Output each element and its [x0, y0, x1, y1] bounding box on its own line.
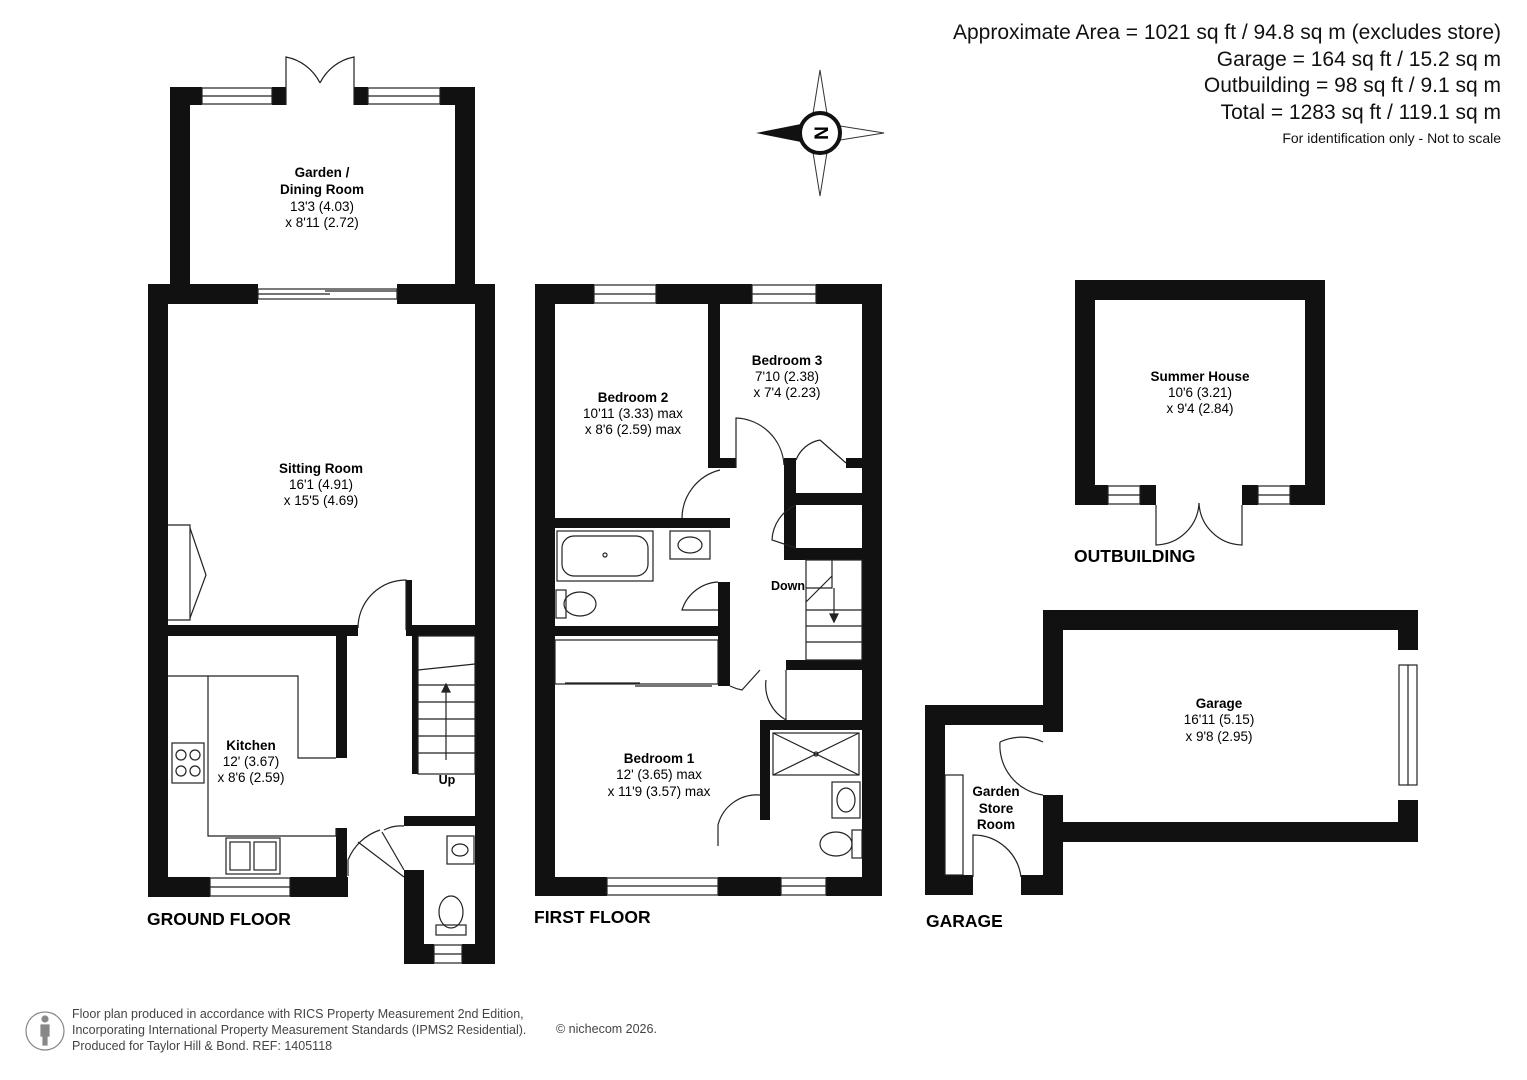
floor-label-first: FIRST FLOOR — [534, 907, 651, 927]
garage-details — [944, 664, 1418, 878]
room-garden-dining-dim-1: 13'3 (4.03) — [290, 199, 354, 214]
room-garden-dining-name-2: Dining Room — [280, 182, 364, 197]
first-floor-plan — [535, 284, 882, 896]
room-garden-store-line-1: Garden — [972, 784, 1019, 799]
room-garage-dim-2: x 9'8 (2.95) — [1185, 729, 1252, 744]
room-bedroom2-name: Bedroom 2 — [598, 390, 669, 405]
approximate-area: Approximate Area = 1021 sq ft / 94.8 sq … — [952, 21, 1501, 44]
footer-notes: Floor plan produced in accordance with R… — [72, 1006, 526, 1054]
footer-line-1: Floor plan produced in accordance with R… — [72, 1007, 524, 1021]
floor-label-ground: GROUND FLOOR — [147, 909, 291, 929]
room-bedroom1-dim-1: 12' (3.65) max — [616, 767, 702, 782]
footer-line-2: Incorporating International Property Mea… — [72, 1023, 527, 1037]
outbuilding-area: Outbuilding = 98 sq ft / 9.1 sq m — [1203, 74, 1501, 97]
room-bedroom1-dim-2: x 11'9 (3.57) max — [608, 784, 711, 799]
room-bedroom3-dim-1: 7'10 (2.38) — [755, 369, 819, 384]
outbuilding-details — [1107, 485, 1291, 546]
room-bedroom1-name: Bedroom 1 — [624, 751, 695, 766]
room-bedroom2-dim-1: 10'11 (3.33) max — [583, 406, 683, 421]
room-bedroom2-dim-2: x 8'6 (2.59) max — [585, 422, 682, 437]
copyright: © nichecom 2026. — [556, 1022, 657, 1036]
room-bedroom3-dim-2: x 7'4 (2.23) — [753, 385, 820, 400]
room-sitting-dim-2: x 15'5 (4.69) — [284, 493, 359, 508]
room-kitchen-name: Kitchen — [226, 738, 276, 753]
room-summer-house-dim-1: 10'6 (3.21) — [1168, 385, 1232, 400]
ground-floor-details — [168, 56, 476, 964]
compass-rose-icon — [756, 69, 885, 197]
footer-line-3: Produced for Taylor Hill & Bond. REF: 14… — [72, 1039, 333, 1053]
compass-north-label: N — [812, 126, 833, 140]
room-garden-store-line-2: Store — [979, 801, 1014, 816]
person-info-icon — [25, 1011, 65, 1051]
first-floor-details — [554, 284, 863, 896]
room-sitting-dim-1: 16'1 (4.91) — [289, 477, 353, 492]
identification-note: For identification only - Not to scale — [1282, 130, 1501, 146]
room-garage-name: Garage — [1196, 696, 1243, 711]
ground-floor-plan — [148, 87, 495, 964]
garage-plan — [925, 610, 1418, 895]
stairs-up-label: Up — [439, 773, 456, 787]
floor-label-garage: GARAGE — [926, 911, 1003, 931]
room-garden-dining-dim-2: x 8'11 (2.72) — [285, 215, 359, 230]
floor-label-outbuilding: OUTBUILDING — [1074, 546, 1196, 566]
total-area: Total = 1283 sq ft / 119.1 sq m — [1220, 100, 1501, 124]
room-garden-store-line-3: Room — [977, 817, 1015, 832]
outbuilding-plan — [1075, 280, 1325, 505]
garage-area: Garage = 164 sq ft / 15.2 sq m — [1216, 47, 1501, 71]
room-garden-dining-name-1: Garden / — [295, 165, 350, 180]
stairs-down-label: Down — [771, 579, 805, 593]
room-summer-house-name: Summer House — [1150, 369, 1250, 384]
room-kitchen-dim-1: 12' (3.67) — [223, 754, 280, 769]
room-bedroom3-name: Bedroom 3 — [752, 353, 823, 368]
room-garage-dim-1: 16'11 (5.15) — [1184, 712, 1255, 727]
area-summary: Approximate Area = 1021 sq ft / 94.8 sq … — [953, 20, 1501, 150]
room-summer-house-dim-2: x 9'4 (2.84) — [1166, 401, 1233, 416]
room-kitchen-dim-2: x 8'6 (2.59) — [217, 770, 284, 785]
room-sitting-name: Sitting Room — [279, 461, 363, 476]
